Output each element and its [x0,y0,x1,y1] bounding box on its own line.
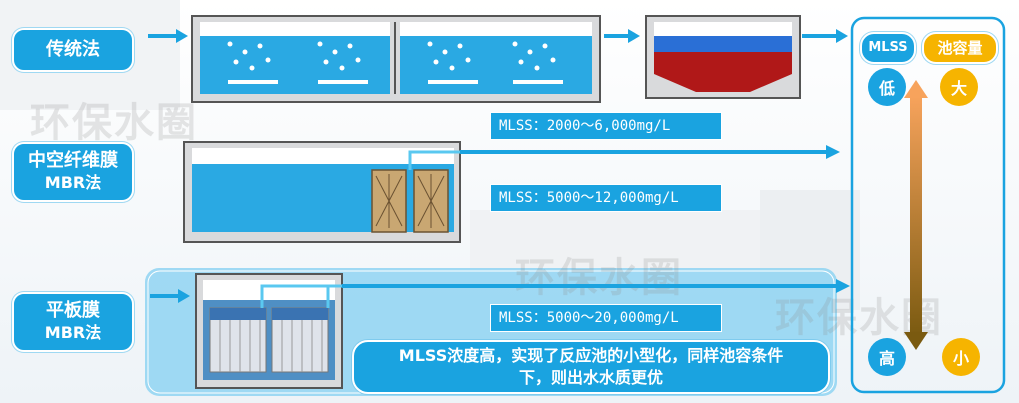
legend-mlss-low: 低 [868,68,906,106]
mlss-range-hollow-fiber: MLSS：5000～12,000mg/L [490,184,722,212]
gradient-double-arrow [904,80,928,350]
air-bubbles [227,41,556,71]
permeate-arrow [460,145,840,159]
watermark-text: 环保水圈 [515,255,683,301]
legend-volume-small: 小 [942,338,980,376]
transfer-arrow [604,29,640,43]
watermark-text: 环保水圈 [30,100,198,146]
aeration-tank [191,15,601,103]
legend-volume-large: 大 [940,68,978,106]
flat-sheet-tank [195,273,343,389]
note-line: 下，则出水水质更优 [518,368,663,387]
conclusion-note: MLSS浓度高，实现了反应池的小型化，同样池容条件 下，则出水水质更优 [352,340,830,394]
legend-mlss-high: 高 [868,338,906,376]
legend-mlss-header: MLSS [860,32,916,64]
row-label-text: 传统法 [46,39,100,60]
row-label-text: MBR法 [44,173,102,192]
legend-header-text: MLSS [868,40,908,55]
row-label-conventional: 传统法 [12,28,134,72]
row-label-hollow-fiber: 中空纤维膜 MBR法 [12,142,134,202]
mlss-range-conventional: MLSS：2000～6,000mg/L [490,112,722,140]
mlss-range-flat-sheet: MLSS：5000～20,000mg/L [490,304,722,332]
inlet-arrow [150,289,190,303]
diffusers [228,80,563,84]
inlet-arrow [148,29,188,43]
permeate-arrow [342,279,850,293]
row-label-flat-sheet: 平板膜 MBR法 [12,292,134,352]
settling-tank [645,15,801,99]
flat-sheet-module [209,307,329,373]
note-line: MLSS浓度高，实现了反应池的小型化，同样池容条件 [398,346,784,365]
row-label-text: 平板膜 [46,300,100,321]
hollow-fiber-tank [183,141,461,243]
legend-volume-header: 池容量 [922,32,998,64]
row-label-text: MBR法 [44,323,102,342]
row-label-text: 中空纤维膜 [28,150,118,171]
legend-header-text: 池容量 [937,39,983,57]
outlet-arrow [802,29,848,43]
legend-panel [850,16,1006,394]
hollow-fiber-module [371,169,449,233]
